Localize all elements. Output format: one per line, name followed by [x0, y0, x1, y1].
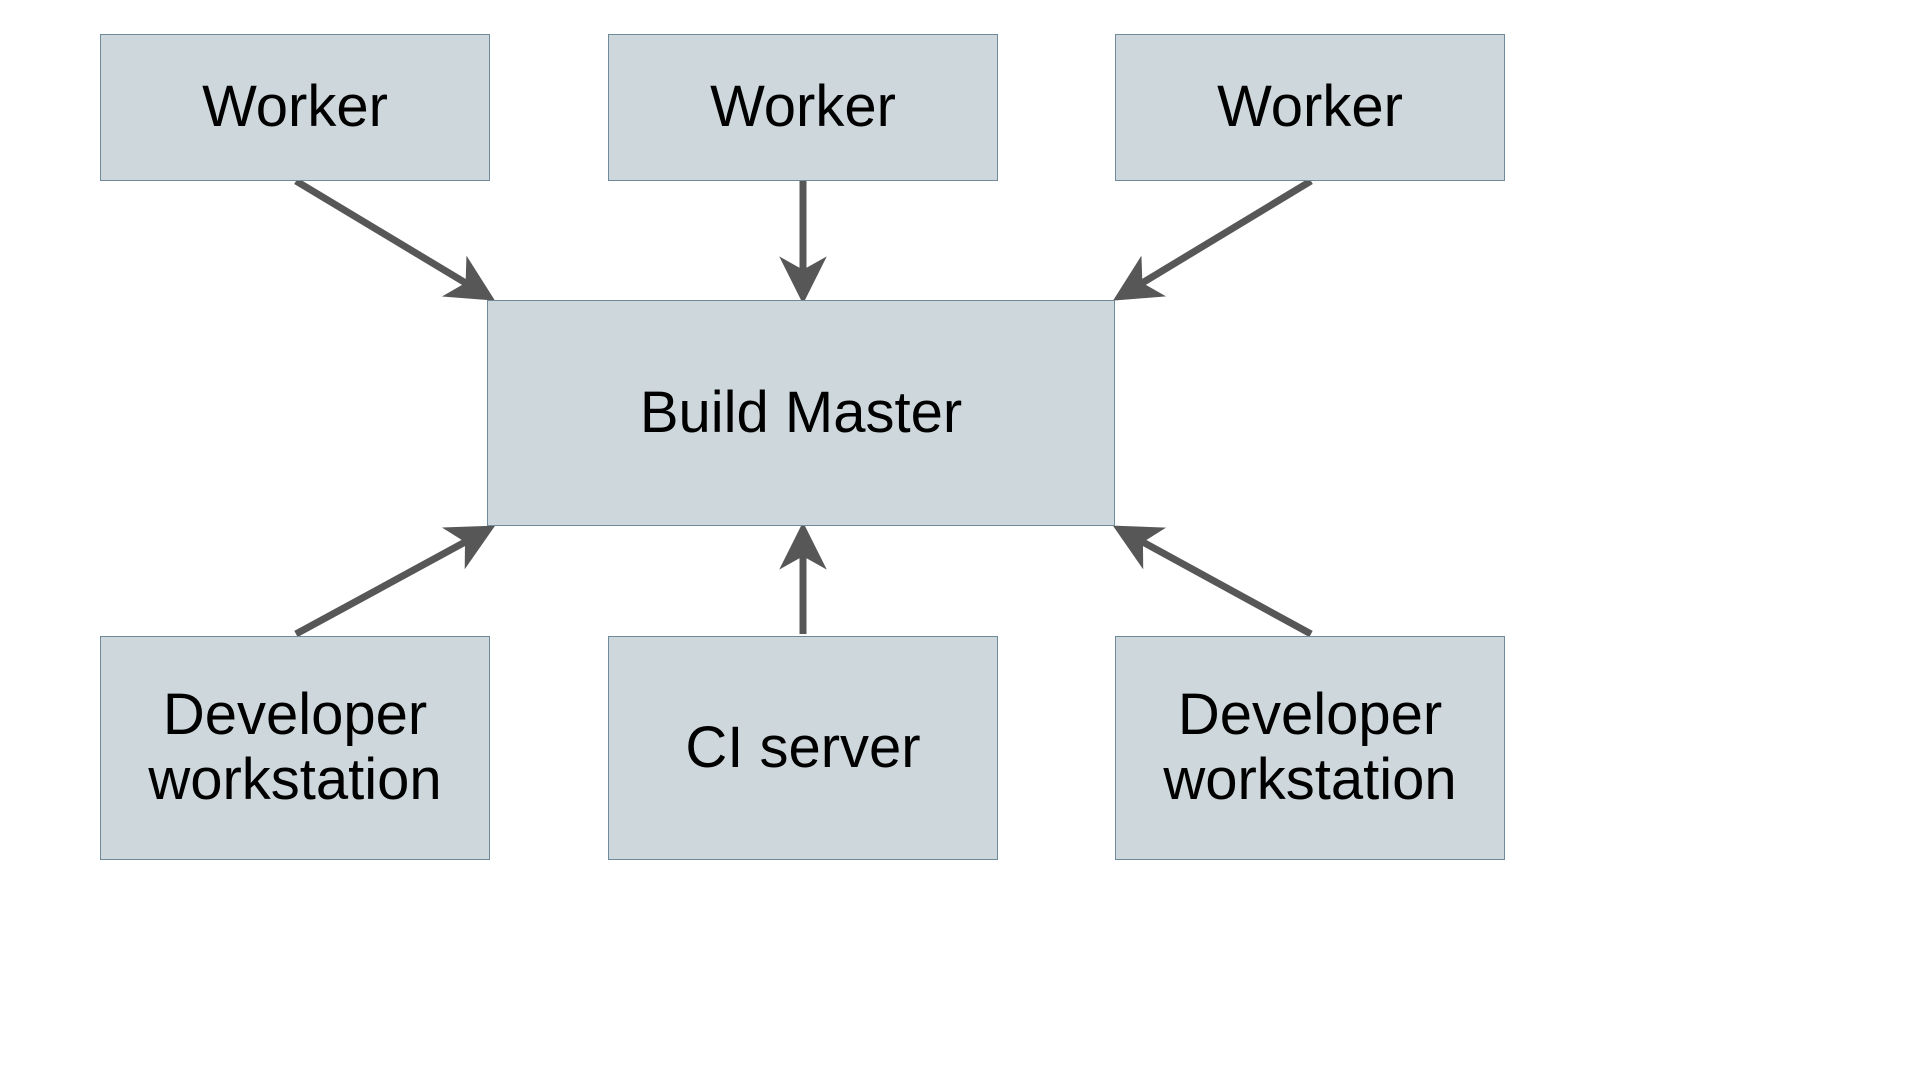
edge-developer-workstation-2-to-build-master [1112, 525, 1313, 638]
node-label: Developer workstation [1163, 682, 1457, 812]
edge-worker-1-to-build-master [294, 178, 495, 301]
edge-developer-workstation-1-to-build-master [294, 525, 496, 638]
node-label: Developer workstation [148, 682, 442, 812]
node-worker-2[interactable]: Worker [608, 34, 998, 181]
node-developer-workstation-1[interactable]: Developer workstation [100, 636, 490, 860]
node-worker-1[interactable]: Worker [100, 34, 490, 181]
edge-worker-3-to-build-master [1113, 178, 1313, 301]
node-label: Worker [202, 74, 388, 140]
node-developer-workstation-2[interactable]: Developer workstation [1115, 636, 1505, 860]
node-worker-3[interactable]: Worker [1115, 34, 1505, 181]
node-label: CI server [685, 714, 921, 780]
node-label: Worker [710, 74, 896, 140]
node-label: Build Master [639, 379, 963, 445]
node-ci-server[interactable]: CI server [608, 636, 998, 860]
node-label: Worker [1217, 74, 1403, 140]
node-build-master[interactable]: Build Master [487, 300, 1115, 526]
